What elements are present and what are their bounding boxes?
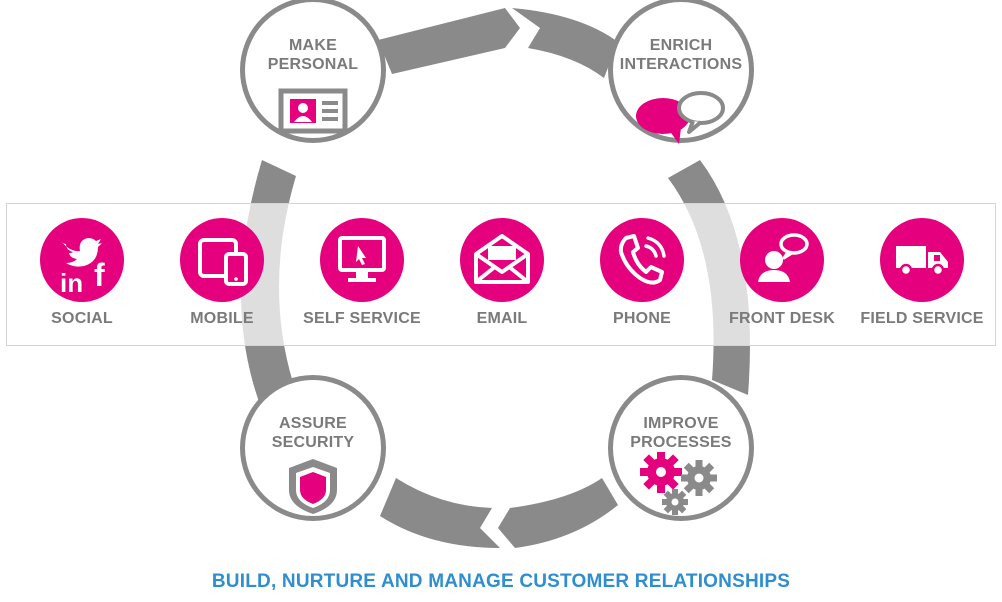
hub-make-personal: MAKE PERSONAL bbox=[240, 0, 386, 143]
channel-email: EMAIL bbox=[432, 218, 572, 328]
channel-circle bbox=[880, 218, 964, 302]
channel-social: in f SOCIAL bbox=[12, 218, 152, 328]
footer-tagline: BUILD, NURTURE AND MANAGE CUSTOMER RELAT… bbox=[211, 571, 791, 592]
ring-segment-bottom-right bbox=[498, 478, 618, 548]
hub-enrich-interactions: ENRICH INTERACTIONS bbox=[608, 0, 754, 144]
channel-mobile: MOBILE bbox=[152, 218, 292, 328]
ring-segment-bottom bbox=[380, 478, 500, 548]
envelope-icon bbox=[474, 234, 530, 284]
svg-text:f: f bbox=[94, 257, 105, 293]
ring-segment-top bbox=[378, 8, 520, 74]
channel-circle bbox=[180, 218, 264, 302]
channel-circle: in f bbox=[40, 218, 124, 302]
svg-text:in: in bbox=[60, 268, 83, 298]
channel-circle bbox=[460, 218, 544, 302]
channel-label: SELF SERVICE bbox=[303, 310, 421, 327]
channel-front-desk: FRONT DESK bbox=[712, 218, 852, 328]
channel-label: FRONT DESK bbox=[729, 310, 835, 327]
channel-label: MOBILE bbox=[190, 310, 254, 327]
channel-circle bbox=[740, 218, 824, 302]
phone-icon bbox=[618, 234, 666, 285]
self-service-monitor-icon bbox=[338, 236, 386, 282]
channel-field-service: FIELD SERVICE bbox=[852, 218, 992, 328]
truck-icon bbox=[896, 246, 948, 277]
channel-circle bbox=[600, 218, 684, 302]
channel-label: PHONE bbox=[613, 310, 671, 327]
hub-label: ENRICH INTERACTIONS bbox=[619, 37, 743, 73]
channel-circle bbox=[320, 218, 404, 302]
gears-icon bbox=[640, 452, 717, 515]
person-speech-icon bbox=[758, 233, 809, 282]
ring-segment-top-right bbox=[512, 8, 618, 78]
channel-label: FIELD SERVICE bbox=[860, 310, 984, 327]
channel-self-service: SELF SERVICE bbox=[292, 218, 432, 328]
hub-improve-processes: IMPROVE PROCESSES bbox=[608, 375, 754, 521]
channel-label: EMAIL bbox=[476, 310, 528, 327]
social-media-icon: in f bbox=[60, 238, 105, 298]
chat-bubbles-icon bbox=[636, 91, 725, 144]
hub-label: ASSURE SECURITY bbox=[271, 415, 355, 451]
hub-label: IMPROVE PROCESSES bbox=[630, 415, 732, 451]
id-card-icon bbox=[278, 88, 348, 134]
channel-label: SOCIAL bbox=[51, 310, 113, 327]
hub-assure-security: ASSURE SECURITY bbox=[240, 375, 386, 521]
mobile-devices-icon bbox=[198, 238, 248, 286]
hub-label: MAKE PERSONAL bbox=[267, 37, 359, 73]
channel-phone: PHONE bbox=[572, 218, 712, 328]
shield-icon bbox=[289, 459, 337, 514]
